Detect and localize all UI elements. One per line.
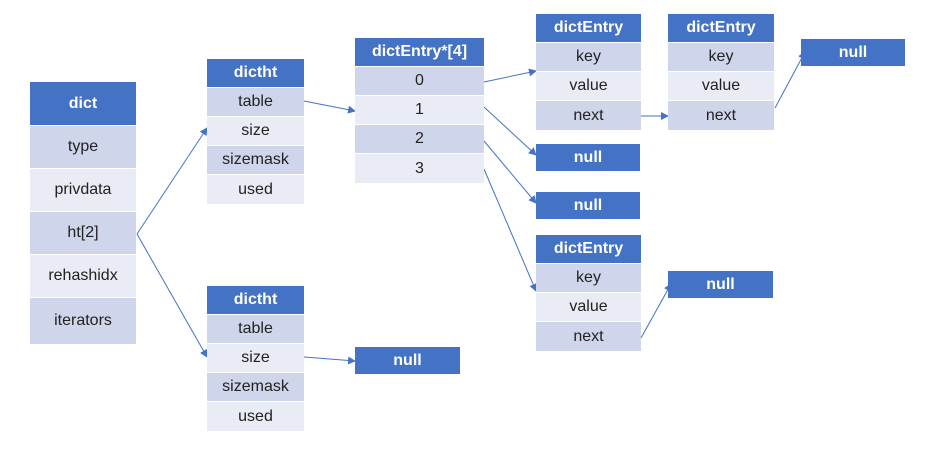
arrow-dict-ht-to-dictht1 [136, 233, 208, 358]
dictentry-a-value: value [536, 72, 641, 101]
null-slot-1: null [536, 144, 640, 171]
dictentry-array-slot-3: 3 [355, 154, 484, 183]
dictht-0-table: table [207, 88, 304, 117]
dictentry-b-header: dictEntry [668, 14, 774, 43]
dict-field-privdata: privdata [30, 169, 136, 212]
dictht-0-sizemask: sizemask [207, 146, 304, 175]
arrow-entry-c-next-to-null [640, 283, 672, 339]
null-after-entry-c: null [668, 271, 773, 298]
arrow-slot0-to-entry-a [483, 68, 537, 83]
dictentry-a-next: next [536, 101, 641, 130]
dictentry-a-header: dictEntry [536, 14, 641, 43]
dictht-1-sizemask: sizemask [207, 373, 304, 402]
dictentry-c-next: next [536, 322, 641, 351]
dict-header: dict [30, 82, 136, 126]
dict-field-ht: ht[2] [30, 212, 136, 255]
dictentry-a: dictEntry key value next [536, 14, 641, 130]
dictht-1-used: used [207, 402, 304, 431]
dict-field-type: type [30, 126, 136, 169]
dictht-0-used: used [207, 175, 304, 204]
dictentry-c-header: dictEntry [536, 235, 641, 264]
dictht-0-size: size [207, 117, 304, 146]
dictht-1-header: dictht [207, 286, 304, 315]
dictentry-b-key: key [668, 43, 774, 72]
dictht-1-size: size [207, 344, 304, 373]
null-ht1-table: null [355, 347, 460, 374]
null-slot-2: null [536, 192, 640, 219]
dict-field-rehashidx: rehashidx [30, 255, 136, 298]
arrow-ht1-size-to-null [303, 356, 356, 365]
dictentry-array-slot-0: 0 [355, 67, 484, 96]
arrow-slot1-to-null [483, 106, 537, 156]
dictentry-a-key: key [536, 43, 641, 72]
dictentry-b: dictEntry key value next [668, 14, 774, 130]
arrow-ht0-table-to-array [303, 100, 356, 114]
arrow-slot3-to-entry-c [483, 168, 537, 292]
dictentry-array: dictEntry*[4] 0 1 2 3 [355, 38, 484, 183]
dictentry-c-value: value [536, 293, 641, 322]
arrow-entry-b-next-to-null [774, 51, 806, 109]
dict-field-iterators: iterators [30, 298, 136, 344]
dictentry-c-key: key [536, 264, 641, 293]
arrow-slot2-to-null [483, 140, 537, 204]
dictht-0-header: dictht [207, 59, 304, 88]
dictentry-b-next: next [668, 101, 774, 130]
dictentry-array-slot-2: 2 [355, 125, 484, 154]
dictentry-b-value: value [668, 72, 774, 101]
dict-struct: dict type privdata ht[2] rehashidx itera… [30, 82, 136, 344]
dictentry-array-slot-1: 1 [355, 96, 484, 125]
dictht-0: dictht table size sizemask used [207, 59, 304, 204]
dictht-1: dictht table size sizemask used [207, 286, 304, 431]
dictentry-c: dictEntry key value next [536, 235, 641, 351]
dictentry-array-header: dictEntry*[4] [355, 38, 484, 67]
arrow-dict-ht-to-dictht0 [136, 127, 208, 235]
dictht-1-table: table [207, 315, 304, 344]
null-after-entry-b: null [801, 39, 905, 66]
